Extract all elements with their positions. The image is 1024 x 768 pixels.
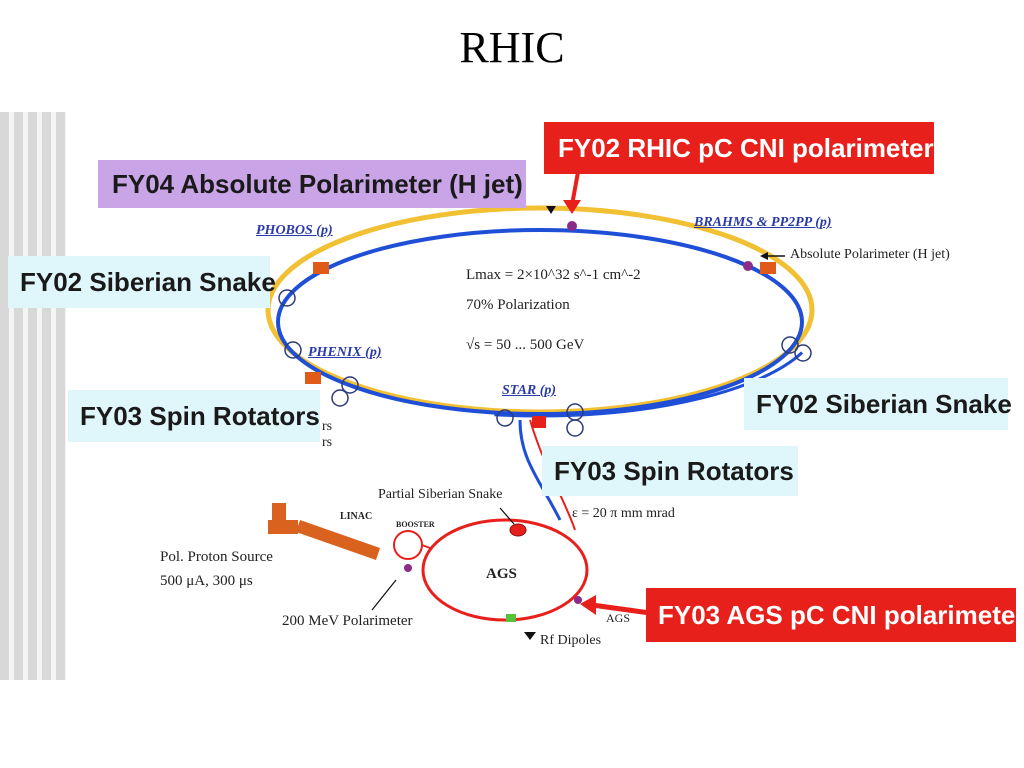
- snake-left: [313, 262, 329, 274]
- emittance-label: ε = 20 π mm mrad: [572, 506, 675, 521]
- ags-pc-cni-callout: FY03 AGS pC CNI polarimeter: [646, 588, 1024, 642]
- snake-bottom-left: [305, 372, 321, 384]
- ags-polarimeter-marker: [574, 596, 582, 604]
- spin-rotators-center-callout: FY03 Spin Rotators: [542, 446, 798, 496]
- siberian-snake-left-callout: FY02 Siberian Snake: [8, 256, 276, 308]
- partial-snake-label: Partial Siberian Snake: [378, 487, 503, 502]
- phobos-label: PHOBOS (p): [256, 223, 333, 238]
- pointer-partial-snake: [499, 507, 515, 525]
- phenix-label: PHENIX (p): [308, 345, 382, 360]
- rotators-fragment-1: rs: [322, 419, 333, 434]
- linac: [296, 520, 380, 560]
- polarized-source: [272, 503, 286, 521]
- slide-title: RHIC: [459, 23, 565, 72]
- rf-dipoles-label: Rf Dipoles: [540, 633, 602, 648]
- snake-right: [760, 262, 776, 274]
- booster-label: BOOSTER: [396, 520, 435, 529]
- energy-label: √s = 50 ... 500 GeV: [466, 337, 585, 353]
- star-label: STAR (p): [502, 383, 557, 398]
- spin-rotators-left-callout: FY03 Spin Rotators: [68, 390, 320, 442]
- hjet-marker: [743, 261, 753, 271]
- pointer-hjet: [546, 206, 556, 214]
- arrow-ags-pc-head: [580, 595, 596, 615]
- ags-small-label: AGS: [606, 611, 631, 625]
- partial-snake-magnet: [509, 523, 527, 537]
- booster-ring: [393, 530, 423, 560]
- rf-dipole-marker: [506, 614, 516, 622]
- source-label-line1: Pol. Proton Source: [160, 549, 273, 565]
- ags-ring: [421, 518, 589, 622]
- transfer-line: [518, 419, 562, 521]
- rhic-polarimeter-marker: [567, 221, 577, 231]
- arrow-rhic-pc: [570, 171, 580, 206]
- pointer-rf: [524, 632, 536, 640]
- arrow-ags-pc: [591, 602, 651, 616]
- pointer-abs-pol-head: [760, 252, 768, 260]
- ags-label: AGS: [486, 566, 517, 582]
- absolute-polarimeter-label: Absolute Polarimeter (H jet): [790, 247, 950, 262]
- spin-rotators: [278, 289, 812, 437]
- rhic-pc-cni-callout: FY02 RHIC pC CNI polarimeters: [544, 122, 948, 174]
- brahms-label: BRAHMS & PP2PP (p): [694, 215, 832, 230]
- rotators-fragment-2: rs: [322, 435, 333, 450]
- absolute-polarimeter-callout: FY04 Absolute Polarimeter (H jet): [98, 160, 526, 208]
- siberian-snake-right-callout: FY02 Siberian Snake: [744, 378, 1012, 430]
- pointer-200mev: [371, 579, 397, 611]
- decorative-stripes: [0, 112, 66, 680]
- luminosity-label: Lmax = 2×10^32 s^-1 cm^-2: [466, 267, 641, 283]
- booster-to-ags: [421, 544, 431, 549]
- polarimeter-200-label: 200 MeV Polarimeter: [282, 613, 413, 629]
- linac-label: LINAC: [340, 511, 373, 522]
- arrow-rhic-pc-head: [563, 200, 581, 214]
- source-label-line2: 500 μA, 300 μs: [160, 573, 253, 589]
- booster-polarimeter-marker: [404, 564, 412, 572]
- star-red: [532, 416, 546, 428]
- blue-ring: [276, 228, 804, 416]
- polarization-label: 70% Polarization: [466, 297, 570, 313]
- polarized-source-2: [268, 520, 298, 534]
